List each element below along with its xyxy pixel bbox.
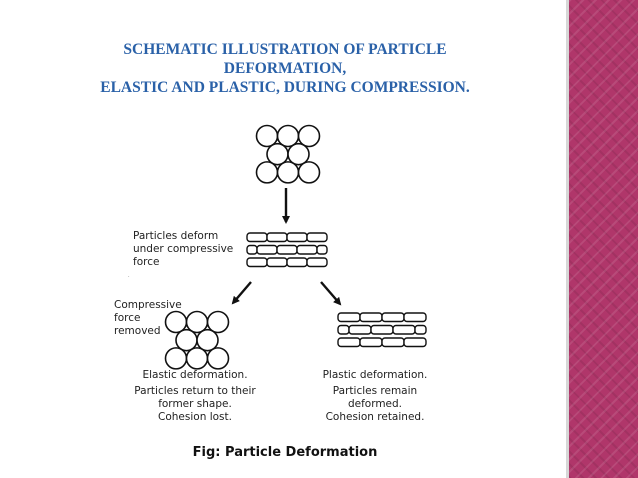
particle-brick: [337, 312, 361, 323]
particle-brick: [296, 244, 318, 255]
sidebar-edge: [566, 0, 569, 478]
label-plastic-line-2: Particles remain: [333, 385, 417, 397]
label-elastic-line-3: former shape.: [158, 398, 232, 410]
arrow-down-right: [320, 281, 342, 306]
label-plastic-line-3: deformed.: [348, 398, 402, 410]
particle-brick: [256, 244, 278, 255]
label-elastic-line-2: Particles return to their: [134, 385, 256, 397]
particle-circle: [196, 328, 219, 352]
label-elastic-line-1: Elastic deformation.: [142, 369, 247, 381]
particle-circle: [297, 161, 321, 184]
label-deform-line-3: force: [133, 256, 159, 268]
title-line-1: SCHEMATIC ILLUSTRATION OF PARTICLE: [123, 41, 447, 58]
particle-circle: [255, 161, 279, 184]
particle-brick: [337, 337, 361, 348]
particle-brick: [381, 337, 405, 348]
label-removed-line-3: removed: [114, 325, 161, 337]
particle-brick: [370, 324, 394, 335]
particle-brick: [246, 232, 268, 243]
particle-brick: [381, 312, 405, 323]
particle-brick: [403, 312, 427, 323]
label-removed-line-2: force: [114, 312, 140, 324]
particle-brick: [306, 232, 328, 243]
particle-brick: [414, 324, 427, 335]
particle-brick: [348, 324, 372, 335]
arrow-down-left: [231, 281, 252, 305]
particle-circle: [276, 161, 300, 184]
label-removed-line-1: Compressive: [114, 299, 182, 311]
label-deform-line-2: under compressive: [133, 243, 233, 255]
particle-brick: [266, 257, 288, 268]
particle-circle: [287, 142, 310, 166]
slide-title: SCHEMATIC ILLUSTRATION OF PARTICLE DEFOR…: [40, 40, 530, 97]
particle-brick: [359, 312, 383, 323]
undeformed-particles: [255, 124, 321, 184]
particle-brick: [403, 337, 427, 348]
particle-circle: [297, 124, 321, 148]
figure-caption: Fig: Particle Deformation: [192, 445, 378, 460]
particle-brick: [392, 324, 416, 335]
particle-brick: [246, 244, 258, 255]
label-deform-line-1: Particles deform: [133, 230, 218, 242]
plastic-particles: [337, 312, 427, 348]
particle-brick: [359, 337, 383, 348]
label-plastic-line-4: Cohesion retained.: [326, 411, 425, 423]
label-elastic-line-4: Cohesion lost.: [158, 411, 232, 423]
elastic-particles: [164, 310, 230, 370]
particle-circle: [164, 347, 188, 370]
label-plastic-line-1: Plastic deformation.: [323, 369, 428, 381]
particle-brick: [286, 232, 308, 243]
title-line-2: DEFORMATION,: [223, 60, 347, 77]
title-line-3: ELASTIC AND PLASTIC, DURING COMPRESSION.: [100, 79, 470, 96]
compressed-particles: [246, 232, 328, 268]
particle-brick: [246, 257, 268, 268]
particle-brick: [276, 244, 298, 255]
stray-mark: ·: [128, 274, 130, 280]
particle-circle: [206, 347, 230, 370]
particle-brick: [286, 257, 308, 268]
decorative-sidebar: [569, 0, 638, 478]
particle-brick: [306, 257, 328, 268]
particle-brick: [337, 324, 350, 335]
particle-brick: [266, 232, 288, 243]
particle-circle: [206, 310, 230, 334]
particle-deformation-diagram: Particles deform under compressive force…: [114, 124, 428, 423]
particle-brick: [316, 244, 328, 255]
particle-circle: [185, 347, 209, 370]
